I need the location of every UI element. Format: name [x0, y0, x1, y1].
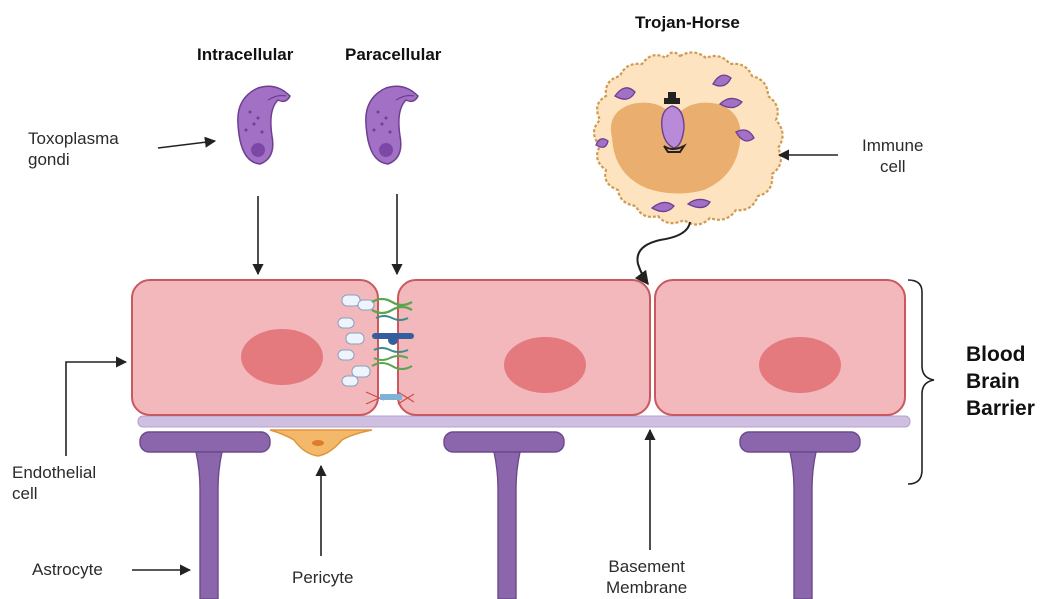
label-toxoplasma-line2: gondi	[28, 149, 119, 170]
nucleus-3	[759, 337, 841, 393]
title-trojan-horse: Trojan-Horse	[635, 12, 740, 33]
title-intracellular: Intracellular	[197, 44, 293, 65]
astrocytes	[140, 432, 860, 599]
label-basement-line2: Membrane	[606, 577, 687, 598]
label-immune-cell: Immune cell	[862, 135, 923, 177]
label-endothelial-line1: Endothelial	[12, 462, 96, 483]
nucleus-1	[241, 329, 323, 385]
label-endothelial-line2: cell	[12, 483, 96, 504]
label-toxoplasma-line1: Toxoplasma	[28, 128, 119, 149]
label-astrocyte: Astrocyte	[32, 559, 103, 580]
pericyte	[270, 430, 372, 456]
label-immune-line1: Immune	[862, 135, 923, 156]
label-toxoplasma: Toxoplasma gondi	[28, 128, 119, 170]
label-basement-line1: Basement	[606, 556, 687, 577]
toxoplasma-arrow	[158, 141, 215, 148]
immune-cell	[594, 52, 783, 224]
label-bbb-line1: Blood	[966, 341, 1035, 368]
label-basement-membrane: Basement Membrane	[606, 556, 687, 598]
label-bbb-line3: Barrier	[966, 395, 1035, 422]
endothelial-cells	[132, 280, 905, 415]
trojan-horse-arrow	[637, 222, 690, 284]
title-paracellular: Paracellular	[345, 44, 441, 65]
label-pericyte: Pericyte	[292, 567, 353, 588]
nucleus-2	[504, 337, 586, 393]
label-bbb-line2: Brain	[966, 368, 1035, 395]
label-endothelial-cell: Endothelial cell	[12, 462, 96, 504]
label-bbb: Blood Brain Barrier	[966, 341, 1035, 422]
label-immune-line2: cell	[862, 156, 923, 177]
basement-membrane	[138, 416, 910, 427]
toxoplasma-intracellular	[238, 86, 290, 164]
toxoplasma-paracellular	[366, 86, 418, 164]
bbb-brace	[908, 280, 934, 484]
endothelial-arrow	[66, 362, 126, 456]
